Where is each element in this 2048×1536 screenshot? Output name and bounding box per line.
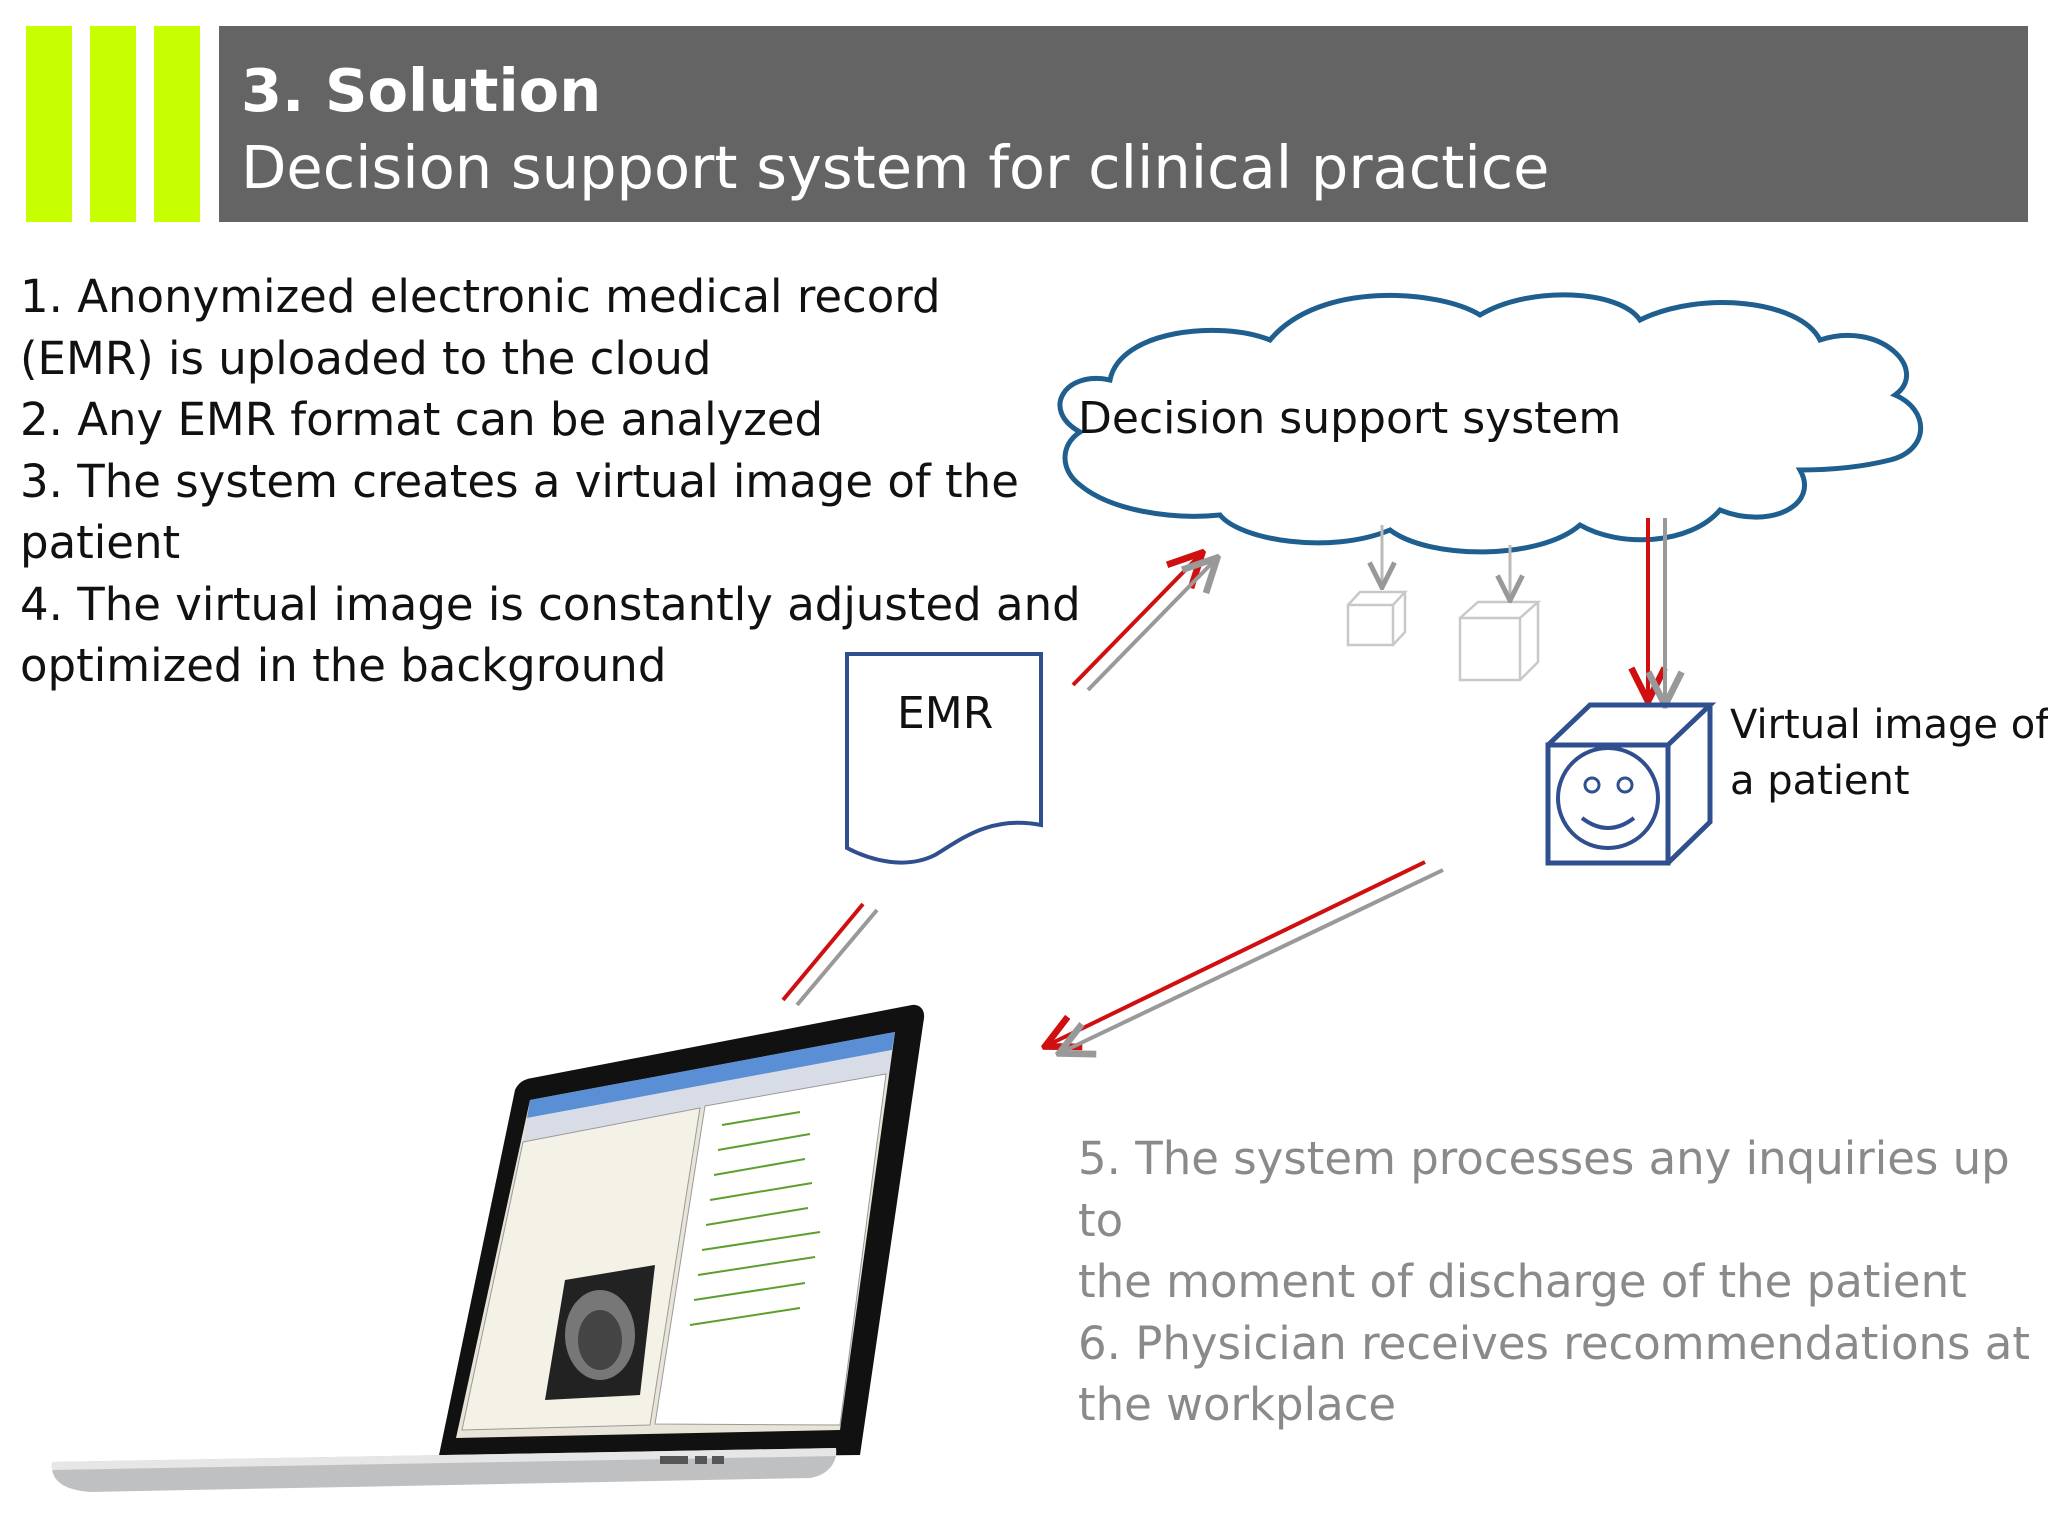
cloud-shape — [1057, 292, 1924, 555]
step-line: patient — [20, 516, 181, 569]
accent-bar-3 — [154, 26, 200, 222]
slide-header: 3. Solution Decision support system for … — [219, 26, 2028, 222]
document-icon — [845, 652, 1043, 865]
arrow-patient-to-laptop — [1048, 860, 1426, 1045]
arrow-emr-to-cloud — [1086, 560, 1215, 692]
arrow-emr-to-cloud — [1071, 555, 1200, 687]
step-line: 2. Any EMR format can be analyzed — [20, 393, 824, 446]
cube-icon — [1346, 590, 1408, 647]
cloud-label: Decision support system — [1078, 393, 1622, 444]
step-line: (EMR) is uploaded to the cloud — [20, 331, 712, 385]
line-laptop-to-emr — [781, 902, 865, 1002]
slide-subtitle: Decision support system for clinical pra… — [241, 132, 1550, 202]
step-line: 6. Physician receives recommendations at — [1078, 1316, 2030, 1370]
accent-bar-1 — [26, 26, 72, 222]
step-line: the moment of discharge of the patient — [1078, 1255, 1967, 1308]
steps-list-bottom: 5. The system processes any inquiries up… — [1078, 1128, 2048, 1436]
slide-title: 3. Solution — [241, 56, 602, 125]
step-line: the workplace — [1078, 1378, 1397, 1431]
virtual-image-label: Virtual image of — [1730, 702, 2048, 748]
arrow-patient-to-laptop — [1062, 868, 1444, 1052]
steps-list-top: 1. Anonymized electronic medical record … — [20, 266, 1081, 697]
line-laptop-to-emr — [795, 908, 879, 1007]
emr-label: EMR — [897, 688, 994, 739]
cube-icon — [1458, 600, 1542, 682]
step-line: optimized in the background — [20, 639, 667, 692]
step-line: 4. The virtual image is constantly adjus… — [20, 577, 1081, 631]
step-line: 3. The system creates a virtual image of… — [20, 454, 1019, 508]
virtual-patient-cube-icon — [1545, 702, 1717, 866]
accent-bar-2 — [90, 26, 136, 222]
laptop-icon — [51, 1004, 925, 1492]
step-line: 1. Anonymized electronic medical record — [20, 270, 941, 323]
step-line: 5. The system processes any inquiries up… — [1078, 1132, 2010, 1247]
smiley-face-icon — [1556, 746, 1660, 850]
virtual-image-label: a patient — [1730, 758, 1910, 804]
